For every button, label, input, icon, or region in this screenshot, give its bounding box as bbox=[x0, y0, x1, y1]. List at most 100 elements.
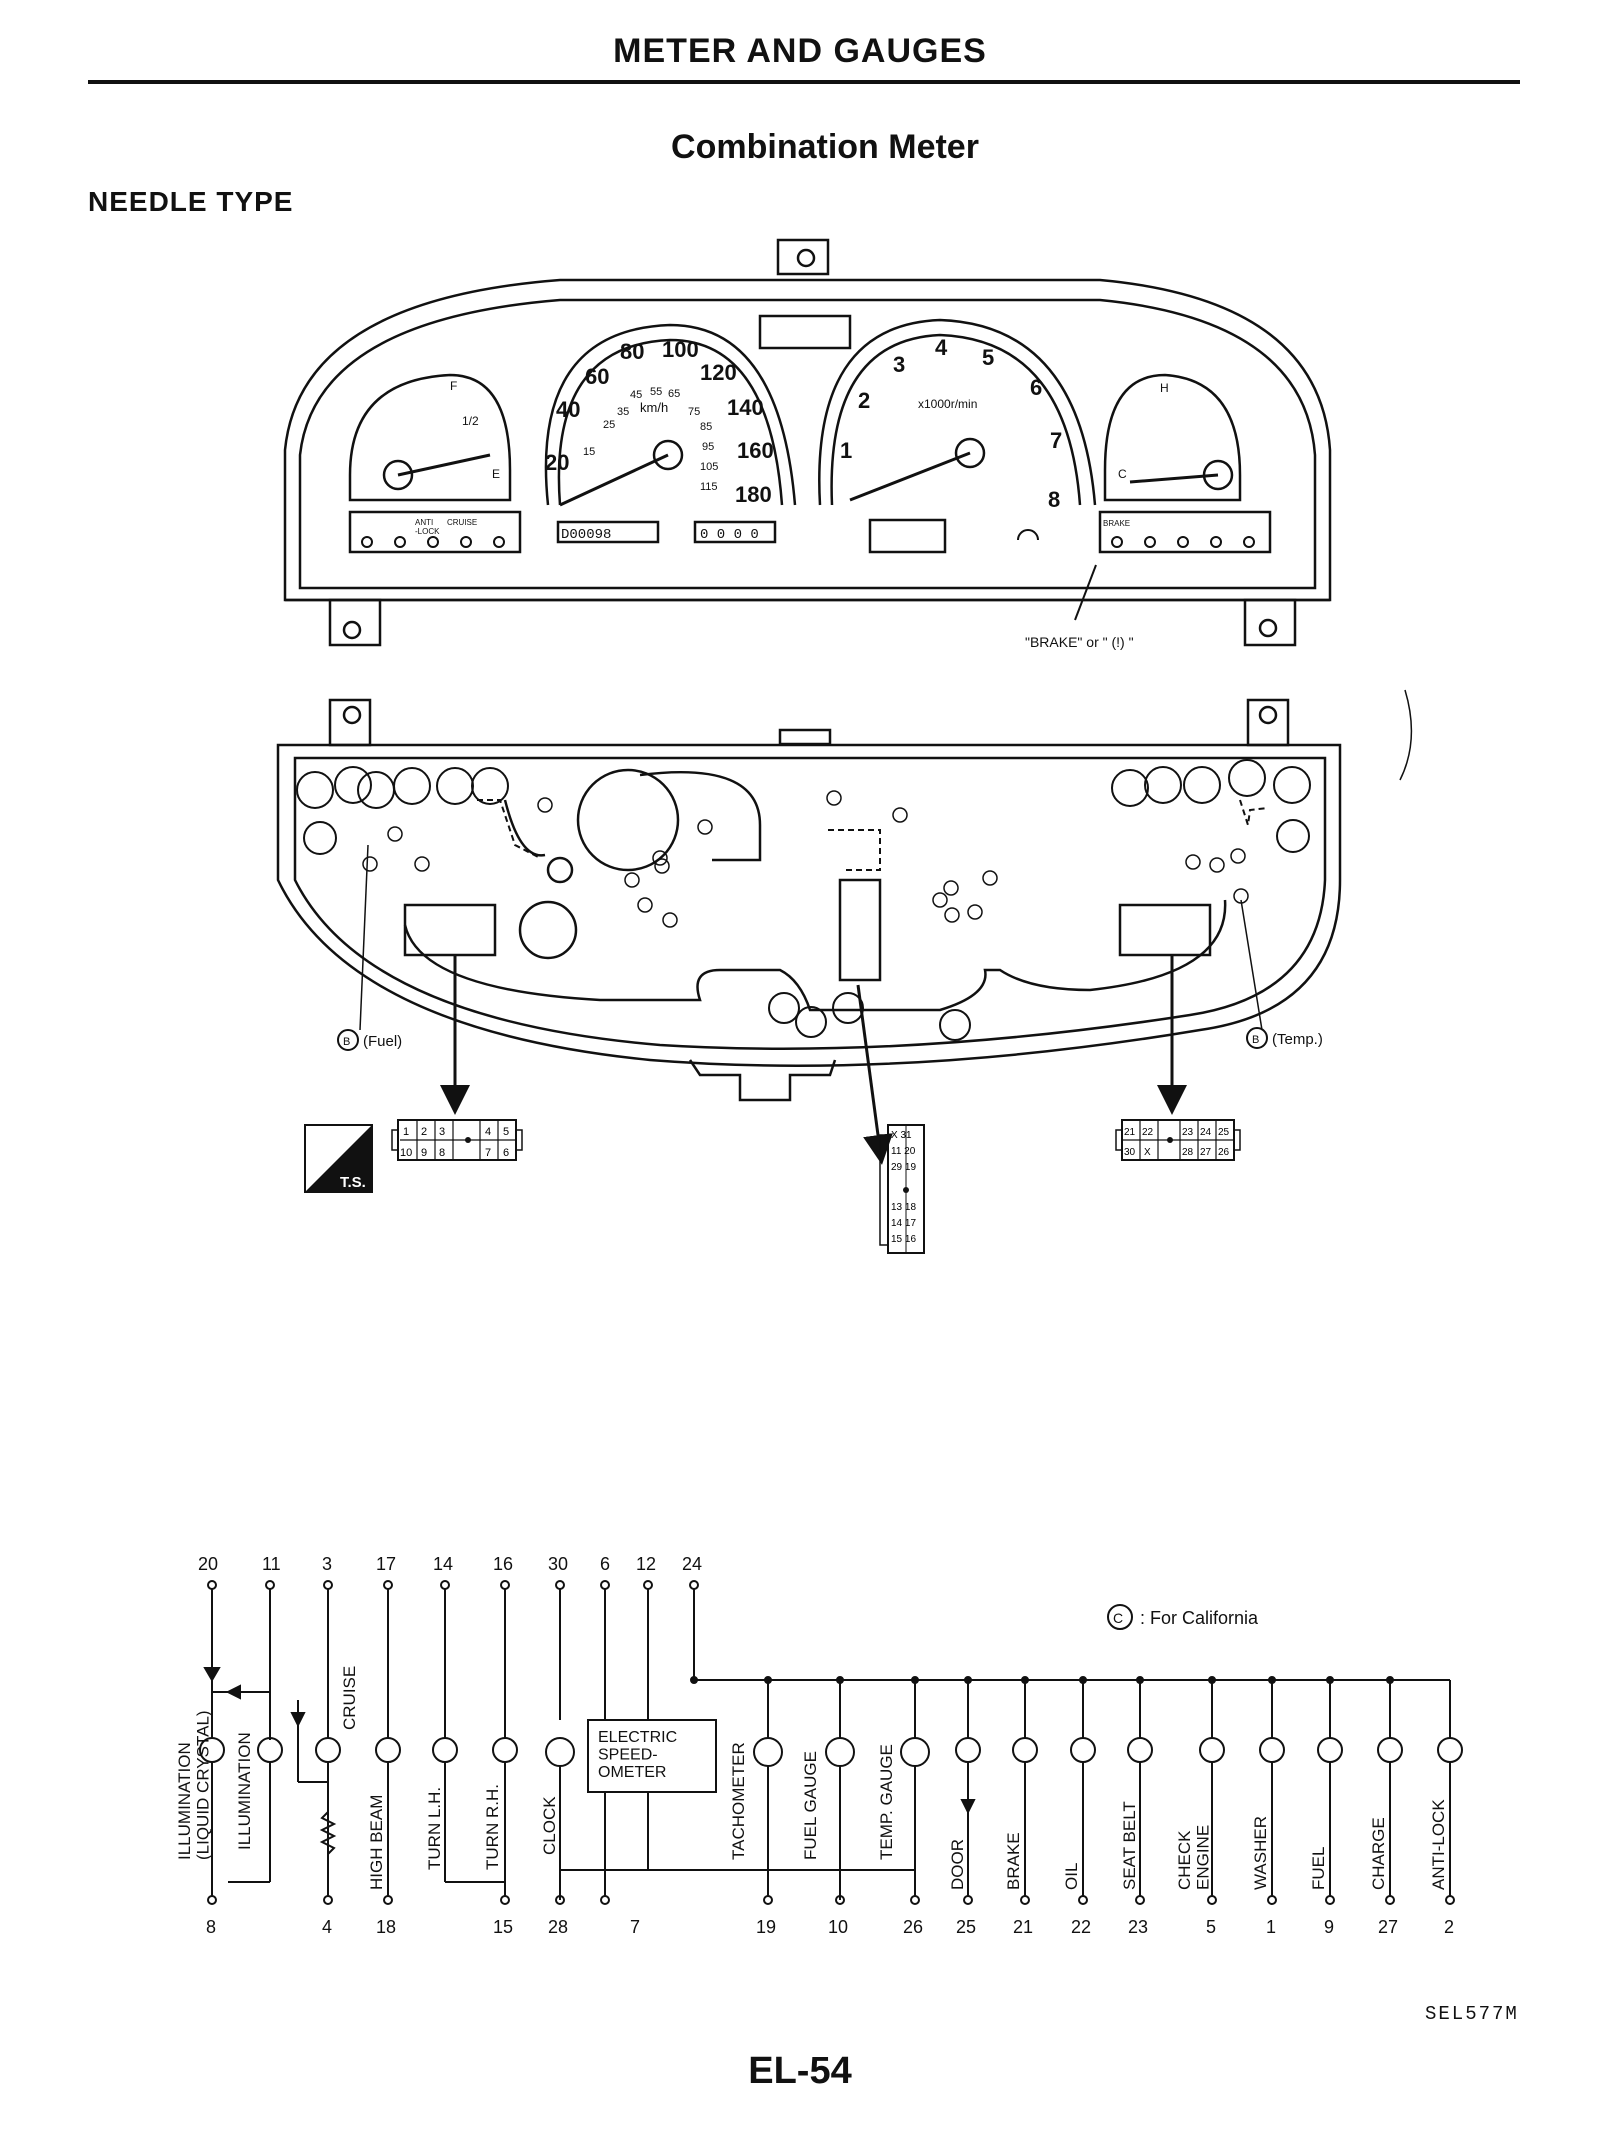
schematic bbox=[199, 1580, 1463, 1905]
page-number: EL-54 bbox=[748, 2050, 852, 2092]
label-oil: OIL bbox=[1062, 1863, 1081, 1890]
temp-callout-letter: B bbox=[1252, 1034, 1259, 1046]
conn-right-pin: 25 bbox=[1218, 1127, 1230, 1138]
connector-left: 1 2 3 4 5 10 9 8 7 6 bbox=[391, 1119, 523, 1161]
label-charge: CHARGE bbox=[1369, 1817, 1388, 1890]
top-pin: 30 bbox=[548, 1554, 568, 1574]
speedo-tick-180: 180 bbox=[735, 482, 772, 507]
cruise-indicator-label: CRUISE bbox=[447, 518, 477, 527]
conn-right-pin: 21 bbox=[1124, 1127, 1136, 1138]
tacho-tick-5: 5 bbox=[982, 345, 994, 370]
label-brake: BRAKE bbox=[1004, 1832, 1023, 1890]
conn-left-pin: 6 bbox=[503, 1147, 509, 1159]
tacho-unit: x1000r/min bbox=[918, 397, 977, 411]
conn-left-pin: 4 bbox=[485, 1126, 491, 1138]
bottom-pin: 1 bbox=[1266, 1917, 1276, 1937]
speedo-mph-95: 95 bbox=[702, 441, 714, 453]
connector-right: 21 22 23 24 25 30 X 28 27 26 bbox=[1115, 1119, 1241, 1161]
fuel-full-mark: F bbox=[450, 379, 457, 393]
top-pin: 20 bbox=[198, 1554, 218, 1574]
conn-left-pin: 2 bbox=[421, 1126, 427, 1138]
label-clock: CLOCK bbox=[540, 1796, 559, 1855]
subsection-title: NEEDLE TYPE bbox=[88, 186, 294, 217]
fuel-gauge bbox=[348, 373, 512, 502]
speedo-mph-75: 75 bbox=[688, 406, 700, 418]
speedo-mph-105: 105 bbox=[700, 461, 718, 473]
speedo-mph-15: 15 bbox=[583, 446, 595, 458]
tacho-tick-6: 6 bbox=[1030, 375, 1042, 400]
top-pin: 6 bbox=[600, 1554, 610, 1574]
ts-badge: T.S. bbox=[304, 1124, 373, 1193]
label-check-engine: CHECKENGINE bbox=[1175, 1825, 1213, 1890]
conn-right-pin: 23 bbox=[1182, 1127, 1194, 1138]
fuel-half-mark: 1/2 bbox=[462, 414, 479, 428]
speedo-mph-45: 45 bbox=[630, 389, 642, 401]
temp-hot-mark: H bbox=[1160, 381, 1169, 395]
legend-symbol: C bbox=[1113, 1610, 1123, 1626]
top-pin: 16 bbox=[493, 1554, 513, 1574]
label-illumination: ILLUMINATION bbox=[235, 1732, 254, 1850]
conn-left-pin: 3 bbox=[439, 1126, 445, 1138]
top-pin: 12 bbox=[636, 1554, 656, 1574]
speedo-mph-25: 25 bbox=[603, 419, 615, 431]
conn-right-pin: 30 bbox=[1124, 1147, 1136, 1158]
tacho-tick-2: 2 bbox=[858, 388, 870, 413]
conn-mid-row: 14 17 bbox=[891, 1218, 916, 1229]
bottom-pin: 27 bbox=[1378, 1917, 1398, 1937]
speedo-tick-60: 60 bbox=[585, 364, 609, 389]
bottom-pin: 15 bbox=[493, 1917, 513, 1937]
label-temp-gauge: TEMP. GAUGE bbox=[877, 1744, 896, 1860]
speedo-mph-35: 35 bbox=[617, 406, 629, 418]
connector-middle: X 31 11 20 29 19 13 18 14 17 15 16 bbox=[879, 1124, 925, 1254]
rear-housing-outline bbox=[276, 743, 1342, 1067]
speedo-tick-80: 80 bbox=[620, 339, 644, 364]
tacho-tick-7: 7 bbox=[1050, 428, 1062, 453]
conn-left-pin: 10 bbox=[400, 1147, 412, 1159]
temp-sender-terminal bbox=[1118, 903, 1212, 957]
bottom-pin: 25 bbox=[956, 1917, 976, 1937]
bottom-pin: 21 bbox=[1013, 1917, 1033, 1937]
bottom-pin: 28 bbox=[548, 1917, 568, 1937]
bottom-pin: 8 bbox=[206, 1917, 216, 1937]
label-fuel: FUEL bbox=[1309, 1847, 1328, 1890]
front-view-labels: 20 40 60 80 100 120 140 160 180 15 25 35… bbox=[415, 335, 1169, 650]
ts-badge-label: T.S. bbox=[340, 1174, 366, 1191]
label-cruise: CRUISE bbox=[340, 1666, 359, 1730]
left-warning-strip bbox=[348, 510, 522, 554]
speedo-mph-85: 85 bbox=[700, 421, 712, 433]
header-rule bbox=[88, 80, 1520, 84]
temp-callout-label: (Temp.) bbox=[1272, 1031, 1323, 1048]
speedo-tick-160: 160 bbox=[737, 438, 774, 463]
bottom-pin: 10 bbox=[828, 1917, 848, 1937]
tacho-tick-3: 3 bbox=[893, 352, 905, 377]
schematic-labels: C : For California 20 11 3 17 14 16 30 6… bbox=[175, 1554, 1454, 1937]
bottom-pin: 18 bbox=[376, 1917, 396, 1937]
tacho-tick-4: 4 bbox=[935, 335, 948, 360]
speedo-unit: km/h bbox=[640, 400, 668, 415]
brake-indicator-label: BRAKE bbox=[1103, 519, 1130, 528]
conn-mid-row: 11 20 bbox=[891, 1146, 916, 1157]
temp-cold-mark: C bbox=[1118, 467, 1127, 481]
top-pin: 24 bbox=[682, 1554, 702, 1574]
conn-right-pin: 26 bbox=[1218, 1147, 1230, 1158]
conn-mid-row: 29 19 bbox=[891, 1162, 916, 1173]
conn-right-pin: 27 bbox=[1200, 1147, 1212, 1158]
speedo-tick-40: 40 bbox=[556, 397, 580, 422]
temp-gauge bbox=[1103, 373, 1242, 502]
tacho-tick-1: 1 bbox=[840, 438, 852, 463]
bottom-pin: 2 bbox=[1444, 1917, 1454, 1937]
conn-mid-row: X 31 bbox=[891, 1130, 912, 1141]
fuel-sender-terminal bbox=[403, 903, 497, 957]
conn-left-pin: 8 bbox=[439, 1147, 445, 1159]
top-mount-tab bbox=[776, 238, 830, 276]
bottom-pin: 19 bbox=[756, 1917, 776, 1937]
bottom-pin: 4 bbox=[322, 1917, 332, 1937]
page-header-title: METER AND GAUGES bbox=[613, 32, 987, 70]
label-turn-rh: TURN R.H. bbox=[483, 1784, 502, 1870]
bottom-pin: 26 bbox=[903, 1917, 923, 1937]
label-turn-lh: TURN L.H. bbox=[425, 1787, 444, 1870]
conn-mid-row: 13 18 bbox=[891, 1202, 916, 1213]
rear-view-labels: B (Fuel) B (Temp.) bbox=[343, 1031, 1323, 1050]
